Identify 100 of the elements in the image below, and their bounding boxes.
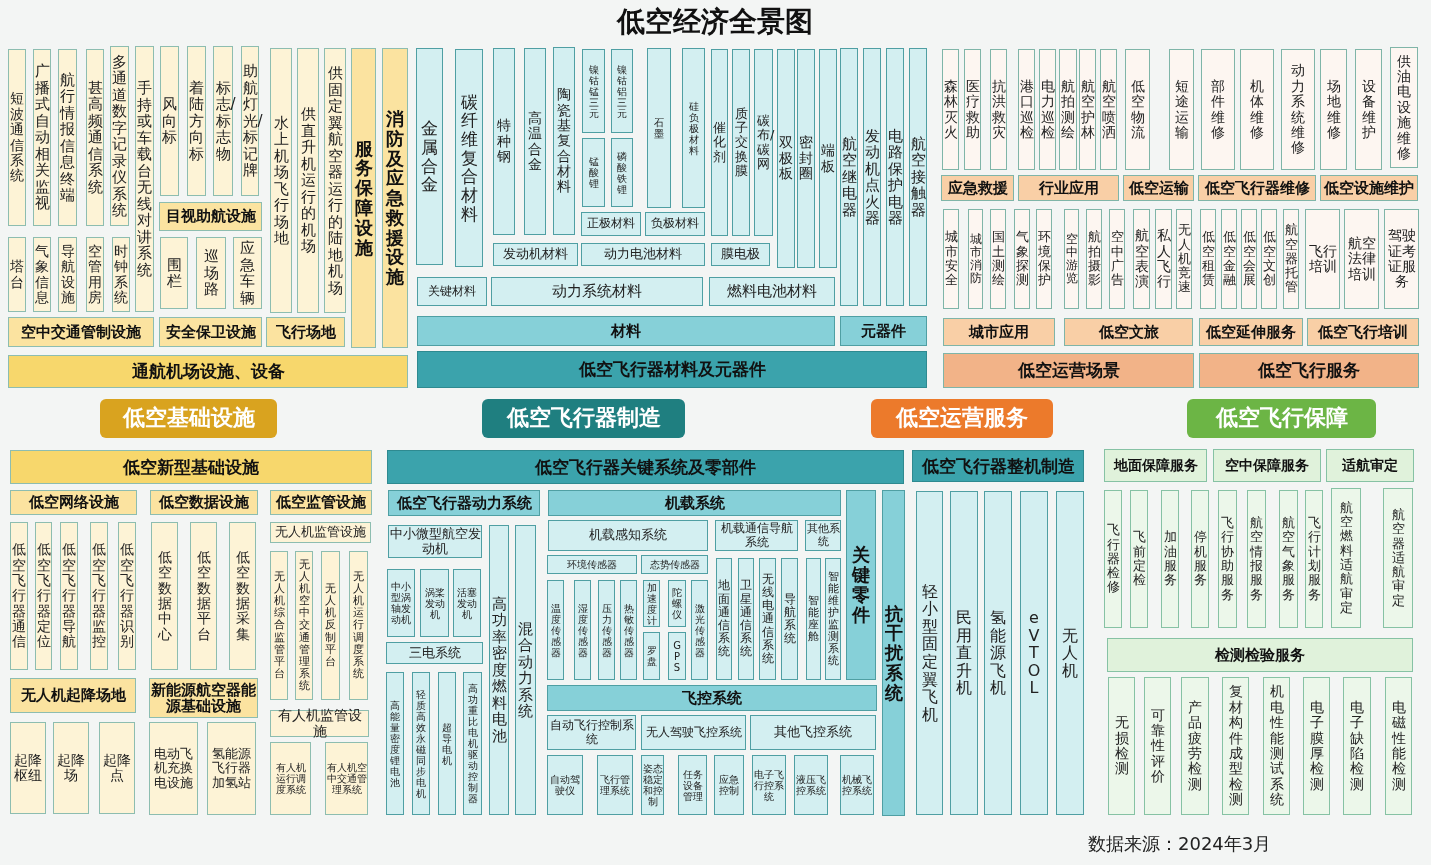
item-box: 无人机监管设施 bbox=[270, 522, 371, 543]
item-box: 无人驾驶飞控系统 bbox=[641, 715, 746, 750]
item-box: 电动飞机充换电设施 bbox=[149, 722, 198, 815]
item-box: 导航设施 bbox=[58, 237, 77, 312]
item-box: 航空法律培训 bbox=[1344, 209, 1379, 309]
item-box: 机体维修 bbox=[1240, 49, 1274, 170]
item-box: 低空数据采集 bbox=[229, 522, 256, 670]
item-box: 碳纤维复合材料 bbox=[455, 49, 483, 267]
item-box: 氢能源飞行器加氢站 bbox=[207, 722, 256, 815]
item-box: 质子交换膜 bbox=[732, 49, 750, 236]
item-box: 正极材料 bbox=[581, 212, 641, 236]
item-box: 双极板 bbox=[777, 49, 795, 268]
item-box: 高能量密度锂电池 bbox=[386, 672, 404, 815]
category-bar: 材料 bbox=[417, 316, 835, 346]
item-box: 气象信息 bbox=[33, 237, 51, 312]
item-box: 活塞发动机 bbox=[453, 569, 481, 637]
item-box: 低空会展 bbox=[1241, 209, 1257, 309]
item-box: 私人飞行 bbox=[1155, 209, 1172, 309]
item-box: 短途运输 bbox=[1169, 49, 1194, 170]
item-box: 金属合金 bbox=[416, 48, 443, 265]
item-box: 空中广告 bbox=[1109, 209, 1125, 309]
item-box: 无损检测 bbox=[1108, 677, 1135, 815]
item-box: 低空金融 bbox=[1221, 209, 1237, 309]
category-bar: 低空延伸服务 bbox=[1199, 318, 1303, 346]
item-box: 涡桨发动机 bbox=[420, 569, 449, 637]
item-box: 低空飞行器监控 bbox=[90, 522, 108, 670]
item-box: 飞行计划服务 bbox=[1305, 490, 1323, 628]
item-box: 多通道数字记录仪系统 bbox=[110, 46, 129, 226]
category-bar: 消防及应急救援设施 bbox=[382, 48, 408, 348]
item-box: 电力巡检 bbox=[1039, 49, 1056, 170]
item-box: 停机服务 bbox=[1191, 490, 1209, 628]
item-box: 供油电设施维修 bbox=[1390, 47, 1418, 168]
item-box: 巡场路 bbox=[196, 237, 226, 309]
item-box: 短波通信系统 bbox=[8, 49, 26, 226]
item-box: 场地维修 bbox=[1320, 49, 1347, 170]
category-bar: 关键零件 bbox=[846, 490, 876, 680]
section-header: 低空飞行器制造 bbox=[482, 399, 685, 438]
item-box: 航空情报服务 bbox=[1247, 490, 1266, 628]
item-box: 抗洪救灾 bbox=[990, 49, 1007, 170]
category-bar: 通航机场设施、设备 bbox=[8, 355, 408, 388]
item-box: 密封圈 bbox=[797, 49, 815, 268]
item-box: 中小微型航空发动机 bbox=[388, 525, 482, 558]
item-box: 着陆方向标 bbox=[187, 46, 206, 196]
item-box: 航空燃料适航审定 bbox=[1331, 488, 1361, 628]
item-box: 陀螺仪 bbox=[668, 580, 686, 627]
item-box: 航空喷洒 bbox=[1100, 49, 1117, 170]
category-bar: 低空设施维护 bbox=[1320, 175, 1418, 201]
item-box: 无人机综合监管平台 bbox=[270, 551, 288, 700]
category-bar: 机载系统 bbox=[548, 490, 841, 516]
item-box: 低空租赁 bbox=[1200, 209, 1216, 309]
item-box: 磷酸铁锂 bbox=[611, 138, 633, 207]
item-box: 低空飞行器识别 bbox=[118, 522, 136, 670]
item-box: 卫星通信系统 bbox=[738, 558, 754, 680]
item-box: 飞行器检修 bbox=[1104, 490, 1122, 628]
item-box: 地面通信系统 bbox=[716, 558, 732, 680]
item-box: 姿态稳定和控制 bbox=[641, 755, 664, 815]
item-box: 电子飞行控系统 bbox=[752, 755, 786, 815]
category-bar: 低空飞行器动力系统 bbox=[388, 490, 540, 516]
category-bar: 安全保卫设施 bbox=[159, 317, 262, 347]
item-box: 任务设备管理 bbox=[678, 755, 707, 815]
item-box: 陶瓷基复合材料 bbox=[553, 47, 575, 235]
item-box: 锰酸锂 bbox=[582, 138, 605, 207]
item-box: 智能座舱 bbox=[806, 558, 821, 680]
item-box: 加速度计 bbox=[643, 580, 660, 627]
item-box: 混合动力系统 bbox=[515, 525, 536, 815]
item-box: 航空气象服务 bbox=[1279, 490, 1298, 628]
item-box: 导航系统 bbox=[781, 558, 798, 680]
item-box: 负极材料 bbox=[645, 212, 705, 236]
item-box: 加油服务 bbox=[1161, 490, 1179, 628]
item-box: 特种钢 bbox=[493, 48, 515, 235]
item-box: 低空飞行器通信 bbox=[10, 522, 28, 670]
item-box: 有人机空中交通管理系统 bbox=[325, 742, 368, 815]
item-box: 智能维护监测系统 bbox=[825, 558, 841, 680]
item-box: 无线电通信系统 bbox=[759, 558, 776, 680]
item-box: 动力系统维修 bbox=[1281, 49, 1315, 170]
item-box: 民用直升机 bbox=[950, 491, 978, 815]
item-box: 温度传感器 bbox=[547, 580, 564, 680]
item-box: 森林灭火 bbox=[942, 49, 959, 170]
item-box: 高温合金 bbox=[524, 48, 546, 235]
page-title: 低空经济全景图 bbox=[615, 4, 814, 40]
item-box: 复材构件成型检测 bbox=[1222, 677, 1249, 815]
category-bar: 低空数据设施 bbox=[150, 490, 258, 515]
item-box: 关键材料 bbox=[417, 277, 487, 306]
item-box: 低空飞行器定位 bbox=[35, 522, 52, 670]
item-box: 机电性能测试系统 bbox=[1263, 677, 1290, 815]
category-bar: 低空运输 bbox=[1123, 175, 1194, 201]
item-box: 自动飞行控制系统 bbox=[547, 715, 636, 750]
category-bar: 空中交通管制设施 bbox=[8, 317, 154, 347]
item-box: 中小型涡轴发动机 bbox=[387, 569, 415, 637]
category-bar: 行业应用 bbox=[1018, 175, 1119, 201]
item-box: 电路保护电器 bbox=[886, 48, 904, 306]
source-note: 数据来源：2024年3月 bbox=[1088, 832, 1272, 856]
category-bar: 飞控系统 bbox=[547, 685, 877, 711]
item-box: 液压飞控系统 bbox=[794, 755, 828, 815]
item-box: 医疗救助 bbox=[964, 49, 981, 170]
item-box: 有人机监管设施 bbox=[270, 710, 369, 737]
item-box: 航空器托管 bbox=[1283, 209, 1299, 309]
item-box: 应急车辆 bbox=[233, 237, 262, 309]
item-box: 环境传感器 bbox=[547, 555, 637, 574]
item-box: 燃料电池材料 bbox=[709, 277, 835, 306]
